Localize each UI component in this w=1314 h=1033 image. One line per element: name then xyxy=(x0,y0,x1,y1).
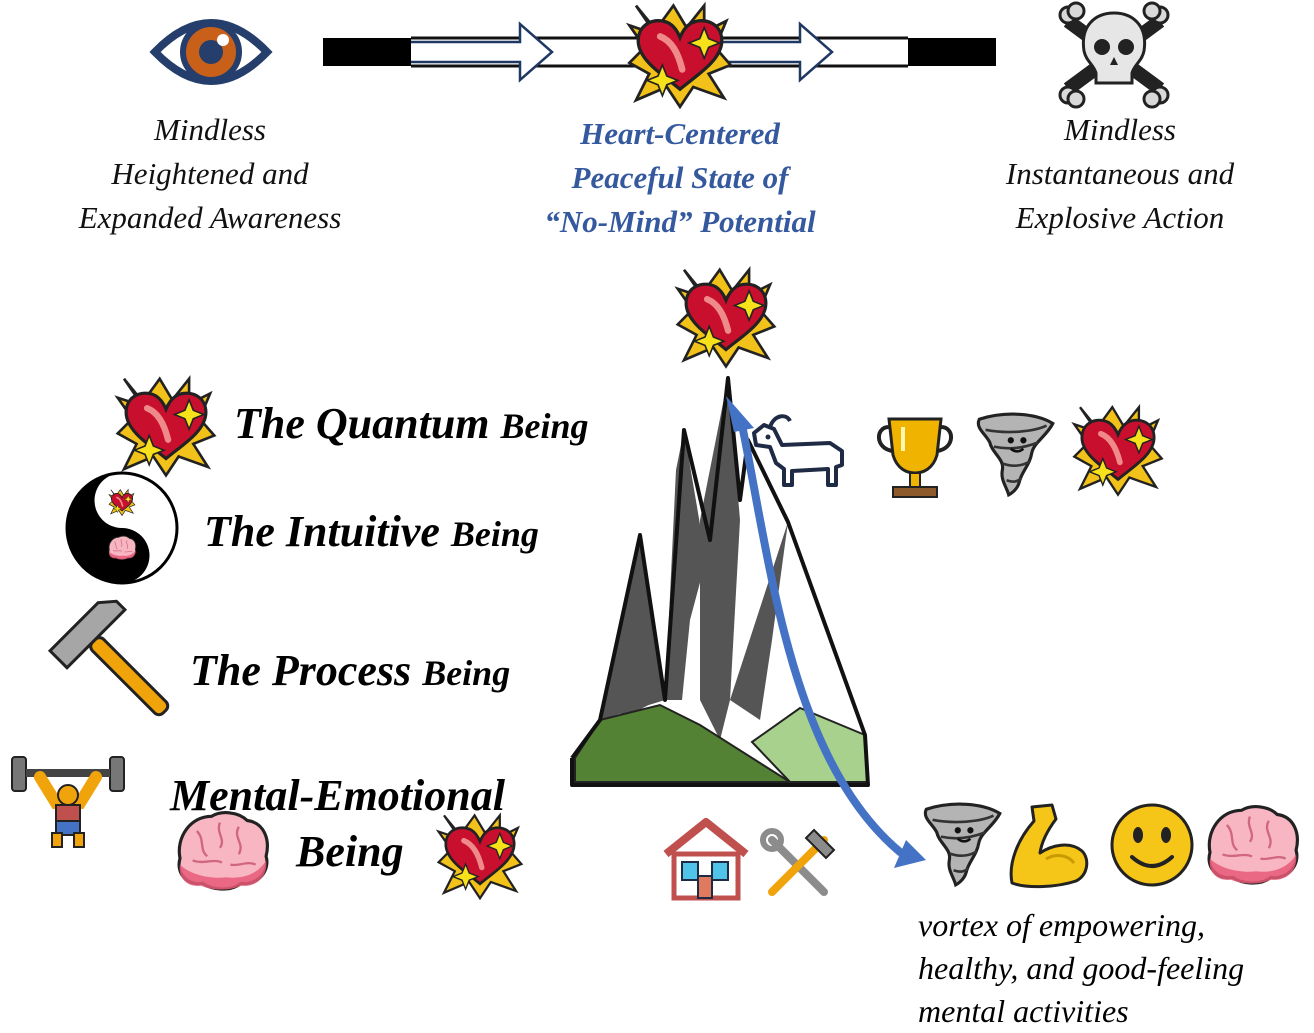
spectrum-center-caption: Heart-Centered Peaceful State of “No-Min… xyxy=(500,112,860,244)
level-mental-label-line2: Being xyxy=(296,826,404,877)
level-main: The Process xyxy=(190,646,412,695)
level-main: The Quantum xyxy=(234,399,490,448)
level-suffix: Being xyxy=(500,406,589,446)
summit-tornado-icon xyxy=(976,412,1055,497)
vortex-brain-icon xyxy=(1207,805,1299,886)
vortex-arrow xyxy=(726,396,926,868)
flexed-bicep-icon xyxy=(1009,803,1089,889)
caption-line: Expanded Awareness xyxy=(78,200,342,235)
caption-line: healthy, and good-feeling xyxy=(918,950,1245,986)
level-intuitive-label: The Intuitive Being xyxy=(204,506,539,557)
mental-heart-icon xyxy=(439,815,522,898)
goat-icon xyxy=(752,414,844,487)
tools-icon xyxy=(760,828,836,896)
caption-line: Heightened and xyxy=(111,156,309,191)
caption-line: Heart-Centered xyxy=(580,116,780,151)
vortex-tornado-icon xyxy=(923,802,1002,887)
smiley-icon xyxy=(1110,803,1194,887)
level-mental-label-line1: Mental-Emotional xyxy=(170,770,505,821)
summit-heart-icon xyxy=(678,270,775,367)
level-main: Mental-Emotional xyxy=(170,771,505,820)
hammer-icon xyxy=(47,599,170,717)
level-suffix: Being xyxy=(296,827,404,876)
level-main: The Intuitive xyxy=(204,507,440,556)
spectrum-bar xyxy=(323,21,996,83)
summit-heart-small-icon xyxy=(1074,407,1161,494)
level-suffix: Being xyxy=(422,653,511,693)
level-quantum-label: The Quantum Being xyxy=(234,398,589,449)
caption-line: Instantaneous and xyxy=(1005,156,1235,191)
caption-line: “No-Mind” Potential xyxy=(544,204,816,239)
mountain xyxy=(570,376,870,787)
sparkling-heart-icon xyxy=(629,6,730,107)
vortex-caption: vortex of empowering, healthy, and good-… xyxy=(918,904,1244,1033)
yin-yang-icon xyxy=(65,471,179,585)
caption-line: Mindless xyxy=(1064,112,1176,147)
caption-line: Peaceful State of xyxy=(571,160,789,195)
spectrum-left-caption: Mindless Heightened and Expanded Awarene… xyxy=(40,108,380,240)
spectrum-right-caption: Mindless Instantaneous and Explosive Act… xyxy=(960,108,1280,240)
level-process-label: The Process Being xyxy=(190,645,510,696)
trophy-icon xyxy=(877,417,953,498)
quantum-heart-icon xyxy=(118,379,215,476)
house-icon xyxy=(663,818,749,901)
level-suffix: Being xyxy=(450,514,539,554)
mental-brain-icon xyxy=(177,811,269,892)
caption-line: Mindless xyxy=(154,112,266,147)
eye-icon xyxy=(149,19,273,85)
caption-line: vortex of empowering, xyxy=(918,907,1206,943)
skull-crossbones-icon xyxy=(1058,1,1170,109)
caption-line: Explosive Action xyxy=(1015,200,1225,235)
weightlifter-icon xyxy=(11,756,125,848)
caption-line: mental activities xyxy=(918,993,1129,1029)
